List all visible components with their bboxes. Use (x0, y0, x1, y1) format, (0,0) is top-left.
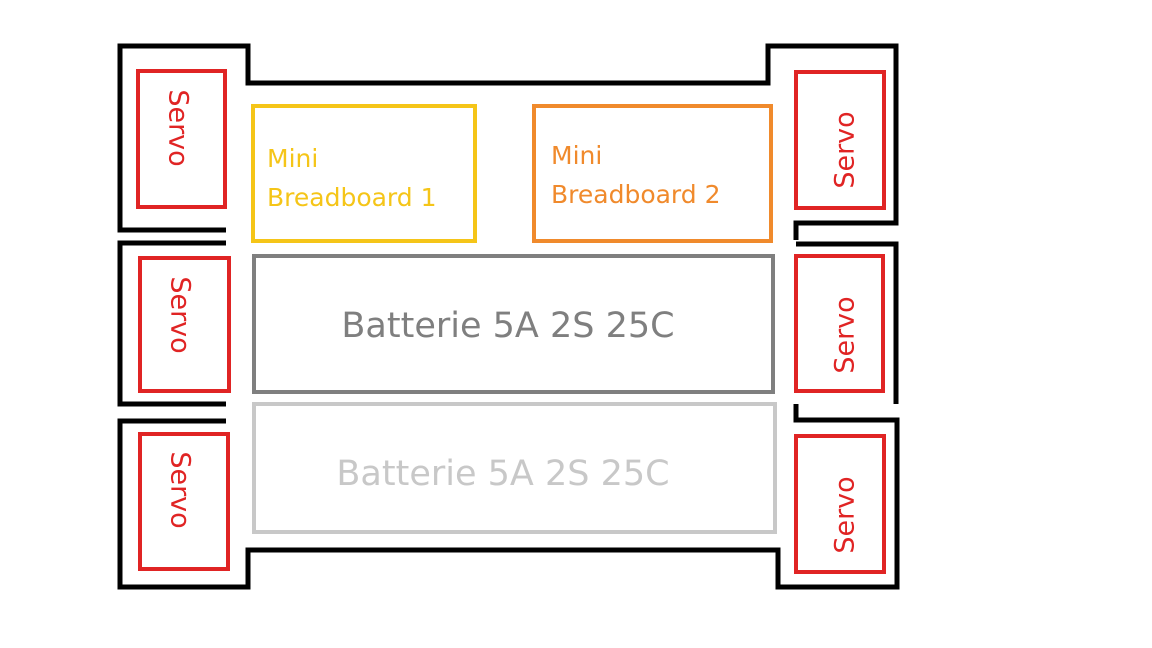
servo-left-bottom-box (138, 432, 230, 571)
servo-right-top-box (794, 70, 886, 210)
breadboard-2-box (532, 104, 773, 243)
frame-left-middle-section (117, 240, 226, 407)
frame-left-top-section (117, 43, 899, 240)
frame-right-middle-section (796, 241, 899, 404)
servo-right-bottom-label: Servo (830, 476, 861, 553)
breadboard-1: Mini Breadboard 1 (251, 104, 477, 243)
breadboard-1-box (251, 104, 477, 243)
battery-2-box (252, 402, 777, 534)
breadboard-2-label-line-2: Breadboard 2 (551, 180, 721, 209)
breadboard-1-label-line-1: Mini (267, 144, 318, 173)
servo-left-bottom: Servo (138, 432, 230, 571)
servo-left-top: Servo (136, 69, 227, 209)
battery-1: Batterie 5A 2S 25C (252, 254, 775, 394)
servo-right-middle-box (794, 254, 885, 393)
servo-right-middle: Servo (794, 254, 885, 393)
servo-right-bottom-box (794, 434, 886, 574)
battery-1-box (252, 254, 775, 394)
servo-left-middle-label: Servo (165, 276, 196, 353)
servo-left-top-label: Servo (163, 89, 194, 166)
servo-left-middle: Servo (138, 256, 231, 393)
servo-right-middle-label: Servo (830, 296, 861, 373)
servo-left-top-box (136, 69, 227, 209)
frame-left-bottom-section (117, 404, 900, 590)
breadboard-2: Mini Breadboard 2 (532, 104, 773, 243)
servo-right-top: Servo (794, 70, 886, 210)
battery-2: Batterie 5A 2S 25C (252, 402, 777, 534)
servo-right-bottom: Servo (794, 434, 886, 574)
servo-left-bottom-label: Servo (165, 451, 196, 528)
breadboard-2-label-line-1: Mini (551, 141, 602, 170)
battery-1-label: Batterie 5A 2S 25C (341, 306, 674, 346)
frame-outline (117, 43, 900, 590)
servo-left-middle-box (138, 256, 231, 393)
servo-right-top-label: Servo (830, 111, 861, 188)
battery-2-label: Batterie 5A 2S 25C (336, 454, 669, 494)
breadboard-1-label-line-2: Breadboard 1 (267, 183, 437, 212)
